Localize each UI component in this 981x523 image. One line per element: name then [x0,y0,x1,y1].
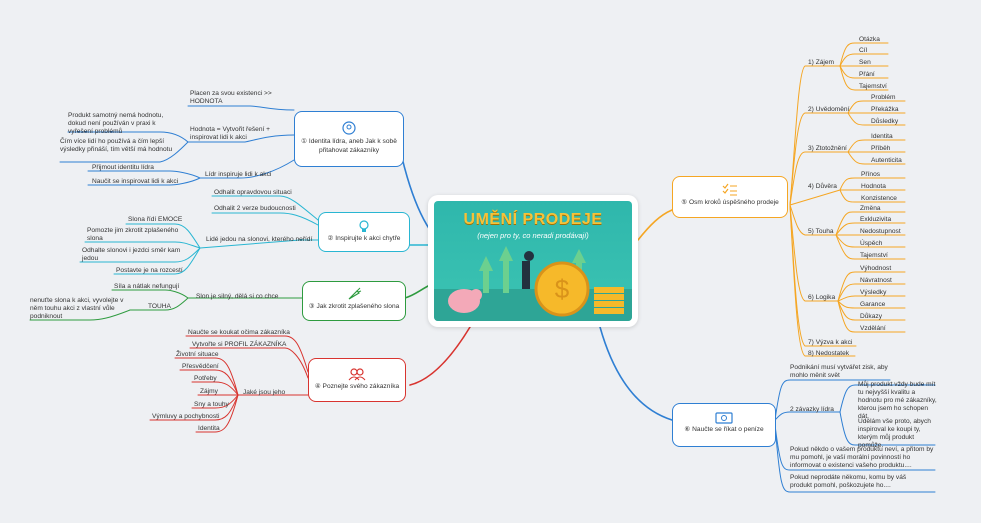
topic-inspirujte[interactable]: ② Inspirujte k akci chytře [318,212,410,252]
step-logika-item-1[interactable]: Výhodnost [860,265,892,272]
head-lightbulb-icon [342,121,356,135]
step-ztotozneni-item-3[interactable]: Autenticita [871,157,902,164]
step-touha-item-1[interactable]: Změna [860,205,881,212]
step-logika-item-5[interactable]: Důkazy [860,313,882,320]
step-zajem-item-3[interactable]: Sen [859,59,871,66]
topic-osm-kroku[interactable]: ⑤ Osm kroků úspěšného prodeje [672,176,788,218]
step-nedostatek[interactable]: 8) Nedostatek [808,350,850,357]
step-logika-item-6[interactable]: Vzdělání [860,325,886,332]
step-zajem-item-1[interactable]: Otázka [859,36,880,43]
step-uvedomeni-item-2[interactable]: Překážka [871,106,899,113]
node-cim-vice-lidi[interactable]: Čím více lidí ho používá a čím lepší výs… [60,138,173,153]
node-jake-jsou-jeho[interactable]: Jaké jsou jeho [243,389,286,396]
central-subtitle: (nejen pro ty, co neradi prodávají) [477,231,589,240]
step-zajem-item-2[interactable]: Cíl [859,47,868,54]
node-item-presvedceni[interactable]: Přesvědčení [182,363,219,370]
topic-zkrotit-slona[interactable]: ③ Jak zkrotit zplašeného slona [302,281,406,321]
connector-topic3 [404,284,431,299]
step-ztotozneni-item-1[interactable]: Identita [871,133,893,140]
topic-rikat-o-penize[interactable]: ⑥ Naučte se říkat o peníze [672,403,776,447]
central-title: UMĚNÍ PRODEJE [463,211,603,228]
step-ztotozneni[interactable]: 3) Ztotožnění [808,145,847,152]
step-touha-item-2[interactable]: Exkluzivita [860,216,892,223]
topic6-label: ⑥ Naučte se říkat o peníze [684,426,764,433]
node-moralni-povinnost[interactable]: Pokud někdo o vašem produktu neví, a při… [790,446,934,469]
money-illustration: $ [434,246,632,321]
step-duvera-item-2[interactable]: Hodnota [861,183,886,190]
node-item-sny-touhy[interactable]: Sny a touhy [194,401,229,408]
node-postavte-rozcesti[interactable]: Postavte je na rozcestí [116,267,183,274]
node-koukat-ocima[interactable]: Naučte se koukat očima zákazníka [188,329,290,336]
topic2-label: ② Inspirujte k akci chytře [327,235,401,242]
step-touha-item-4[interactable]: Úspěch [860,240,883,247]
node-prijmout-identitu[interactable]: Přijmout identitu lídra [92,164,154,171]
step-duvera-item-3[interactable]: Konzistence [861,195,897,202]
node-item-zivotni-situace[interactable]: Životní situace [176,351,219,358]
topic-poznejte-zakaznika[interactable]: ④ Poznejte svého zákazníka [308,358,406,402]
topic-identita-lidra[interactable]: ① Identita lídra, aneb Jak k sobě přitah… [294,111,404,167]
step-logika[interactable]: 6) Logika [808,294,836,301]
connector-topic6 [599,326,673,421]
node-nenutte-slona[interactable]: nenuťte slona k akci, vyvolejte v něm to… [30,297,124,320]
node-sila-natlak[interactable]: Síla a nátlak nefungují [114,283,180,290]
step-logika-item-4[interactable]: Garance [860,301,886,308]
step-vyzva-k-akci[interactable]: 7) Výzva k akci [808,339,853,346]
node-slona-ridi[interactable]: Slona řídí EMOCE [128,216,183,223]
node-2-zavazky[interactable]: 2 závazky lídra [790,406,834,413]
step-duvera-item-1[interactable]: Přínos [861,171,881,178]
central-topic[interactable]: UMĚNÍ PRODEJE (nejen pro ty, co neradi p… [428,195,638,327]
node-zavazek-inspirovat[interactable]: Udělám vše proto, abych inspiroval ke ko… [858,418,931,449]
node-pomozte-zkrotit[interactable]: Pomozte jim zkrotit zplašeného slona [87,227,179,242]
node-item-vymluvy[interactable]: Výmluvy a pochybnosti [152,413,220,420]
step-logika-item-2[interactable]: Návratnost [860,277,892,284]
node-touha[interactable]: TOUHA [148,303,171,310]
node-odhalit-verze[interactable]: Odhalit 2 verze budoucnosti [214,205,296,212]
node-placen[interactable]: Placen za svou existenci >> HODNOTA [190,90,272,105]
node-lide-jedou[interactable]: Lidé jedou na slonovi, kterého neřídí [206,236,313,243]
node-hodnota[interactable]: Hodnota = Vytvořit řešení + inspirovat l… [190,126,271,141]
node-podnikani-zisk[interactable]: Podnikání musí vytvářet zisk, aby mohlo … [790,364,888,379]
node-produkt-samotny[interactable]: Produkt samotný nemá hodnotu, dokud není… [68,112,164,135]
node-lidr-inspiruje[interactable]: Lídr inspiruje lidi k akci [205,171,272,178]
topic1-label: ① Identita lídra, aneb Jak k sobě přitah… [301,138,397,154]
node-item-zajmy[interactable]: Zájmy [200,388,218,395]
connector-topic4 [409,326,471,386]
step-ztotozneni-item-2[interactable]: Příběh [871,145,891,152]
connector-topic5 [637,209,673,241]
step-zajem[interactable]: 1) Zájem [808,59,835,66]
node-item-potreby[interactable]: Potřeby [194,375,217,382]
topic5-label: ⑤ Osm kroků úspěšného prodeje [681,199,779,206]
svg-text:$: $ [555,274,570,304]
step-duvera[interactable]: 4) Důvěra [808,183,837,190]
node-naucit-se-inspirovat[interactable]: Naučit se inspirovat lidi k akci [92,178,179,185]
central-banner-image: UMĚNÍ PRODEJE (nejen pro ty, co neradi p… [434,201,632,321]
step-zajem-item-4[interactable]: Přání [859,71,875,78]
topic4-label: ④ Poznejte svého zákazníka [314,383,400,390]
step-touha-item-3[interactable]: Nedostupnost [860,228,901,235]
step-uvedomeni[interactable]: 2) Uvědomění [808,106,850,113]
node-odhalte-smer[interactable]: Odhalte slonovi i jezdci směr kam jedou [82,247,181,262]
step-uvedomeni-item-3[interactable]: Důsledky [871,118,899,125]
node-odhalit-situaci[interactable]: Odhalit opravdovou situaci [214,189,292,196]
step-uvedomeni-item-1[interactable]: Problém [871,94,896,101]
step-logika-item-3[interactable]: Výsledky [860,289,887,296]
node-slon-je-silny[interactable]: Slon je silný, dělá si co chce [196,293,279,300]
step-touha[interactable]: 5) Touha [808,228,834,235]
checklist-icon [722,183,737,196]
node-poskozujete[interactable]: Pokud neprodáte někomu, komu by váš prod… [790,474,907,489]
carrot-icon [348,287,362,300]
lightbulb-icon [359,220,369,232]
banknote-icon [715,412,733,424]
node-item-identita[interactable]: Identita [198,425,220,432]
topic3-label: ③ Jak zkrotit zplašeného slona [308,303,400,310]
step-zajem-item-5[interactable]: Tajemství [859,83,887,90]
people-icon [348,368,366,381]
step-touha-item-5[interactable]: Tajemství [860,252,888,259]
node-profil-zakaznika[interactable]: Vytvořte si PROFIL ZÁKAZNÍKA [192,341,287,348]
node-zavazek-kvalita[interactable]: Můj produkt vždy bude mít tu nejvyšší kv… [858,381,937,420]
